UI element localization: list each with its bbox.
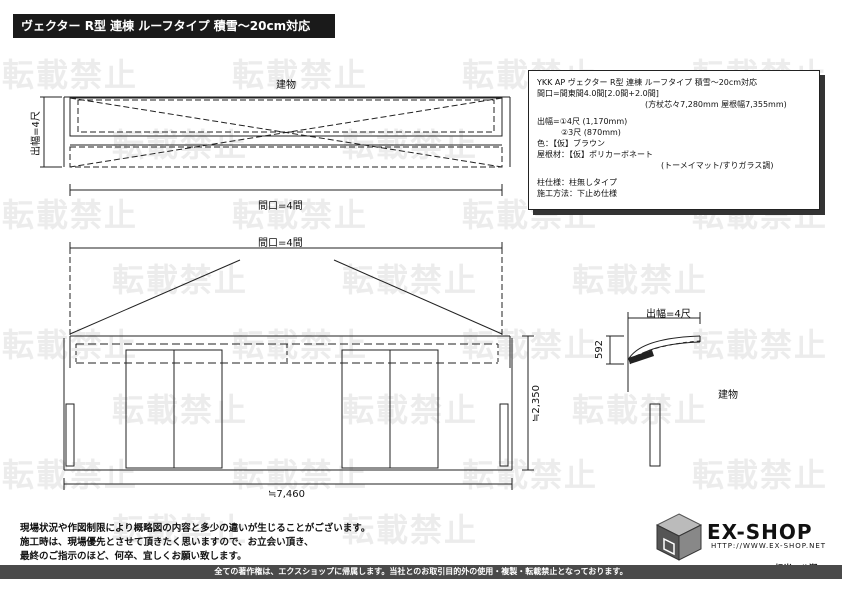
plan-roof-inner xyxy=(77,99,495,133)
spec-depth-2: ②3尺 (870mm) xyxy=(561,128,621,137)
side-height-label: 592 xyxy=(594,339,606,360)
front-roof-slope xyxy=(333,259,503,335)
plan-gutter-dashed xyxy=(69,146,503,168)
logo-name: EX-SHOP xyxy=(707,520,813,544)
plan-width-label: 間口=4間 xyxy=(258,201,303,212)
spec-roof-material: 屋根材：【仮】ポリカーボネート xyxy=(537,150,653,159)
spec-product: YKK AP ヴェクター R型 連棟 ルーフタイプ 積雪～20cm対応 xyxy=(537,78,758,87)
plan-brace-line xyxy=(69,97,503,168)
spec-color: 色：【仮】ブラウン xyxy=(537,139,605,148)
note-line: 現場状況や作図制限により概略図の内容と多少の違いが生じることがございます。 xyxy=(20,523,371,534)
spec-pillar: 柱仕様：柱無しタイプ xyxy=(537,178,617,187)
spec-depth-1: 出幅=①4尺 (1,170mm) xyxy=(537,117,628,126)
spec-box: YKK AP ヴェクター R型 連棟 ルーフタイプ 積雪～20cm対応 間口=間… xyxy=(528,70,820,210)
exshop-logo: EX-SHOP HTTP://WWW.EX-SHOP.NET 担当：八潮 xyxy=(655,512,830,574)
spec-width-detail: (方杖芯々7,280mm 屋根幅7,355mm) xyxy=(645,100,787,109)
note-line: 最終のご指示のほど、何卒、宜しくお願い致します。 xyxy=(20,551,247,562)
front-total-width-label: ≒7,460 xyxy=(268,489,306,500)
side-view xyxy=(606,312,701,467)
side-roof-curve xyxy=(629,341,701,365)
front-view xyxy=(63,242,534,490)
front-side-post xyxy=(499,403,509,467)
spec-width: 間口=間東間4.0間[2.0間+2.0間] xyxy=(537,89,659,98)
side-roof-curve xyxy=(627,335,701,361)
note-line: 施工時は、現場優先とさせて頂きたく思いますので、お立会い頂き、 xyxy=(20,537,314,548)
front-width-label: 間口=4間 xyxy=(258,238,303,249)
side-post xyxy=(649,403,661,467)
side-gutter-fill xyxy=(628,350,654,364)
front-roof-slope xyxy=(69,259,241,335)
logo-url: HTTP://WWW.EX-SHOP.NET xyxy=(711,542,827,550)
plan-building-label: 建物 xyxy=(276,80,296,91)
copyright-footer: 全ての著作権は、エクスショップに帰属します。当社とのお取引目的外の使用・複製・転… xyxy=(0,565,842,579)
side-depth-label: 出幅=4尺 xyxy=(646,309,691,320)
notes: 現場状況や作図制限により概略図の内容と多少の違いが生じることがございます。 施工… xyxy=(20,522,370,564)
side-roof-dashed xyxy=(635,340,701,357)
page-title: ヴェクター R型 連棟 ルーフタイプ 積雪～20cm対応 xyxy=(13,14,335,38)
plan-view xyxy=(40,96,511,196)
front-side-post xyxy=(65,403,75,467)
plan-roof-outline xyxy=(69,97,503,137)
spec-method: 施工方法：下止め仕様 xyxy=(537,189,617,198)
spec-roof-material-sub: (トーメイマット/すりガラス調) xyxy=(661,161,774,170)
side-building-label: 建物 xyxy=(718,390,738,401)
front-height-label: ≒2,350 xyxy=(531,384,543,423)
cube-icon xyxy=(655,513,703,561)
plan-depth-label: 出幅=4尺 xyxy=(30,111,42,156)
